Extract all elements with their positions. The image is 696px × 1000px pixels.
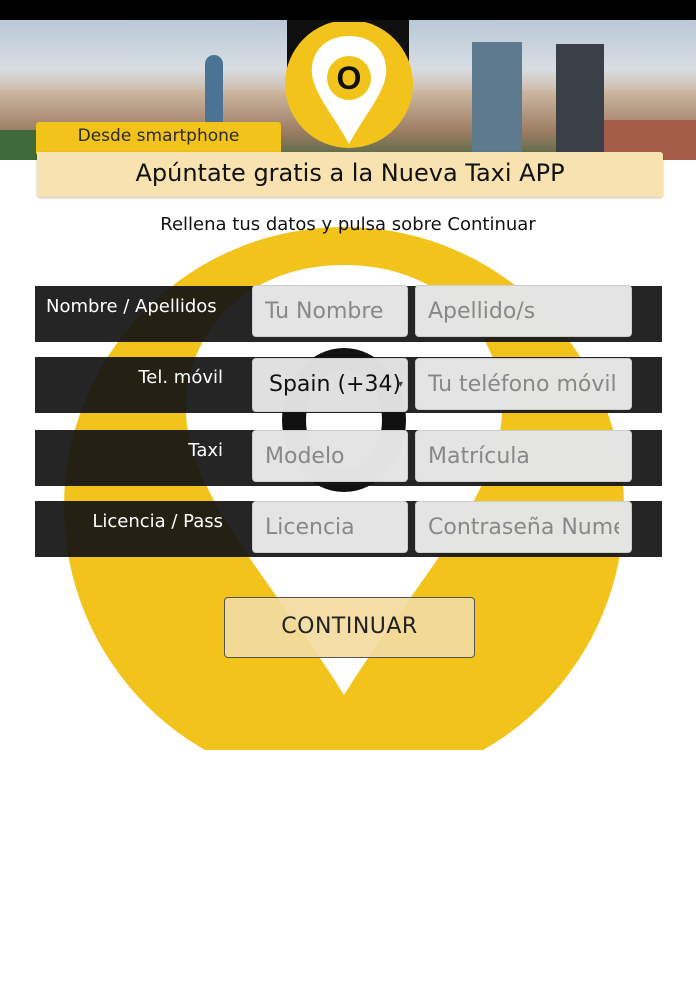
logo-letter: O bbox=[337, 60, 362, 96]
source-tab-label: Desde smartphone bbox=[36, 122, 281, 154]
status-bar bbox=[0, 0, 696, 20]
form-row-taxi: Taxi bbox=[35, 430, 662, 486]
label-phone: Tel. móvil bbox=[138, 367, 223, 388]
country-code-value: Spain (+34) bbox=[269, 372, 402, 397]
country-code-select[interactable]: Spain (+34) ▾ bbox=[252, 358, 408, 412]
last-name-input[interactable] bbox=[415, 285, 632, 337]
first-name-input[interactable] bbox=[252, 285, 408, 337]
dropdown-arrow-icon: ▾ bbox=[397, 379, 403, 390]
map-pin-logo-icon: O bbox=[285, 22, 413, 148]
form-row-license: Licencia / Pass bbox=[35, 501, 662, 557]
taxi-model-input[interactable] bbox=[252, 430, 408, 482]
license-plate-input[interactable] bbox=[415, 430, 632, 482]
continue-button[interactable]: CONTINUAR bbox=[224, 597, 475, 658]
label-taxi: Taxi bbox=[188, 440, 223, 461]
label-name: Nombre / Apellidos bbox=[46, 296, 217, 317]
page-headline: Apúntate gratis a la Nueva Taxi APP bbox=[37, 152, 663, 197]
license-input[interactable] bbox=[252, 501, 408, 553]
form-row-name: Nombre / Apellidos bbox=[35, 285, 662, 342]
phone-input[interactable] bbox=[415, 358, 632, 410]
label-license: Licencia / Pass bbox=[92, 511, 223, 532]
form-instructions: Rellena tus datos y pulsa sobre Continua… bbox=[160, 214, 536, 235]
numeric-password-input[interactable] bbox=[415, 501, 632, 553]
form-row-phone: Tel. móvil Spain (+34) ▾ bbox=[35, 357, 662, 413]
